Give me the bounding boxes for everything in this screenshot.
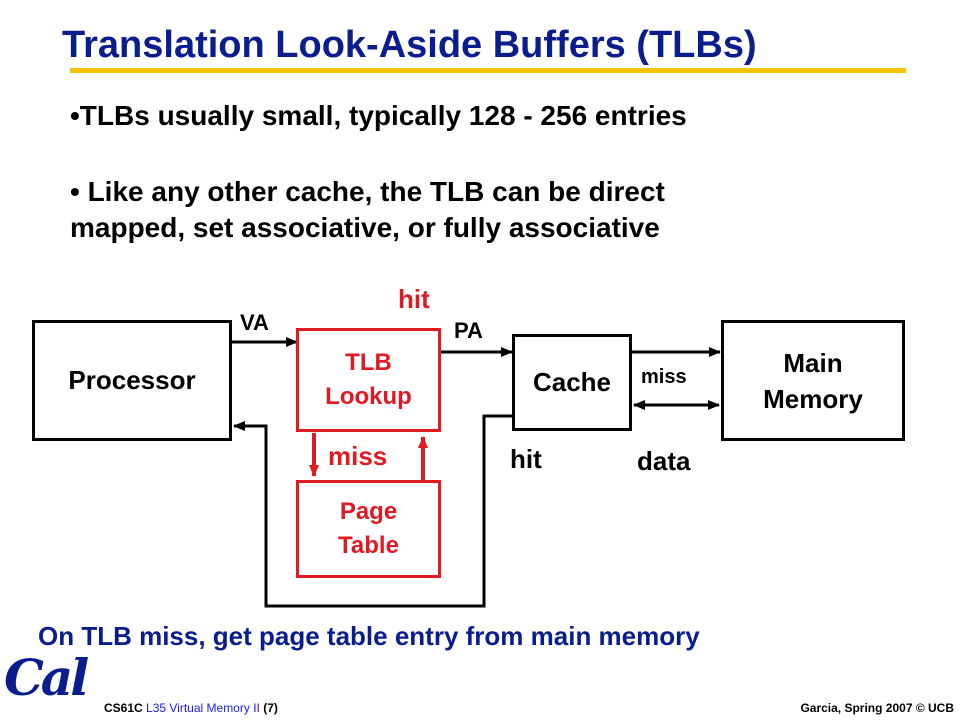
footer-lecture: L35 Virtual Memory II	[146, 701, 260, 715]
page-table-label-line1: Page	[339, 498, 398, 525]
bullet-tlb-size: •TLBs usually small, typically 128 - 256…	[70, 100, 687, 131]
cache-box: Cache	[512, 334, 632, 431]
page-table-box: Page Table	[296, 480, 441, 578]
hit-return-wire	[233, 414, 512, 608]
va-label: VA	[240, 310, 269, 335]
miss-mem-label: miss	[641, 366, 687, 388]
bullet-cache-types-line1: • Like any other cache, the TLB can be d…	[70, 176, 665, 207]
title-underline	[70, 68, 906, 73]
main-memory-label-line2: Memory	[763, 383, 863, 414]
page-table-label-line2: Table	[338, 532, 399, 559]
footer-course-code: CS61C	[104, 701, 143, 715]
slide-title: Translation Look-Aside Buffers (TLBs)	[62, 24, 757, 66]
hit-label-top: hit	[398, 284, 430, 314]
footer-slide-number: (7)	[263, 701, 278, 715]
pa-label: PA	[454, 318, 483, 343]
tlb-lookup-box: TLB Lookup	[296, 328, 441, 432]
hit-cache-label: hit	[510, 444, 542, 474]
tlb-label-line1: TLB	[345, 349, 392, 376]
main-memory-box: Main Memory	[721, 320, 905, 441]
data-label: data	[637, 446, 691, 476]
miss-tlb-label: miss	[328, 441, 388, 471]
tlb-label-line2: Lookup	[325, 383, 412, 410]
footer-course: CS61C L35 Virtual Memory II (7)	[104, 701, 278, 715]
conclusion-text: On TLB miss, get page table entry from m…	[38, 621, 700, 651]
footer-credit: Garcia, Spring 2007 © UCB	[800, 701, 954, 715]
processor-box: Processor	[32, 320, 232, 441]
bullet-cache-types-line2: mapped, set associative, or fully associ…	[70, 212, 660, 243]
cal-logo: Cal	[4, 648, 89, 707]
main-memory-label-line1: Main	[783, 347, 843, 378]
